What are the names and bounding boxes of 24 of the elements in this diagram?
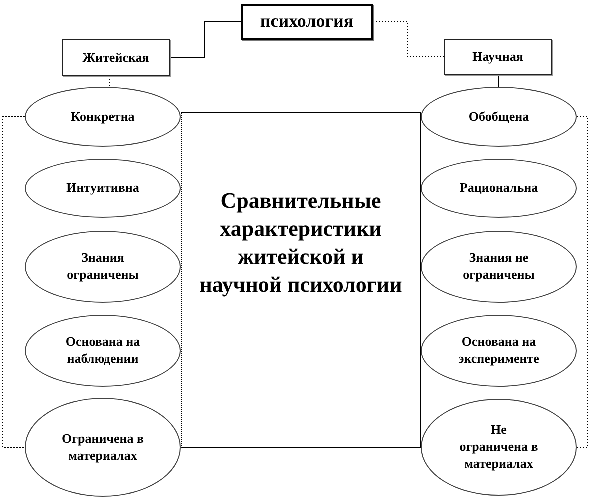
oval-label: Знания не ограничены [462,250,536,284]
branch-box [62,39,170,76]
oval-label: Конкретна [71,108,135,126]
connector-line [2,116,26,448]
oval-label: Интуитивна [66,180,140,197]
central-title: Сравнительные характеристики житейской и научной психологии [198,187,404,299]
oval-label: Основана на эксперименте [458,334,540,368]
connector-line [372,22,444,58]
connector-line [170,22,242,58]
root-box [241,4,373,40]
connector-line [109,76,110,88]
oval-label: Не ограничена в материалах [458,422,540,473]
branch-label: Научная [472,49,524,65]
oval-label: Знания ограничены [66,250,140,284]
oval-label: Обобщена [468,108,530,126]
branch-label: Житейская [82,50,150,66]
oval-label: Основана на наблюдении [64,334,142,368]
connector-line [576,116,588,448]
connector-line [498,74,499,88]
oval-label: Ограничена в материалах [61,430,145,464]
root-label: психология [260,11,354,33]
branch-box [444,39,552,75]
oval-label: Рациональна [460,180,538,197]
central-frame [181,112,421,448]
